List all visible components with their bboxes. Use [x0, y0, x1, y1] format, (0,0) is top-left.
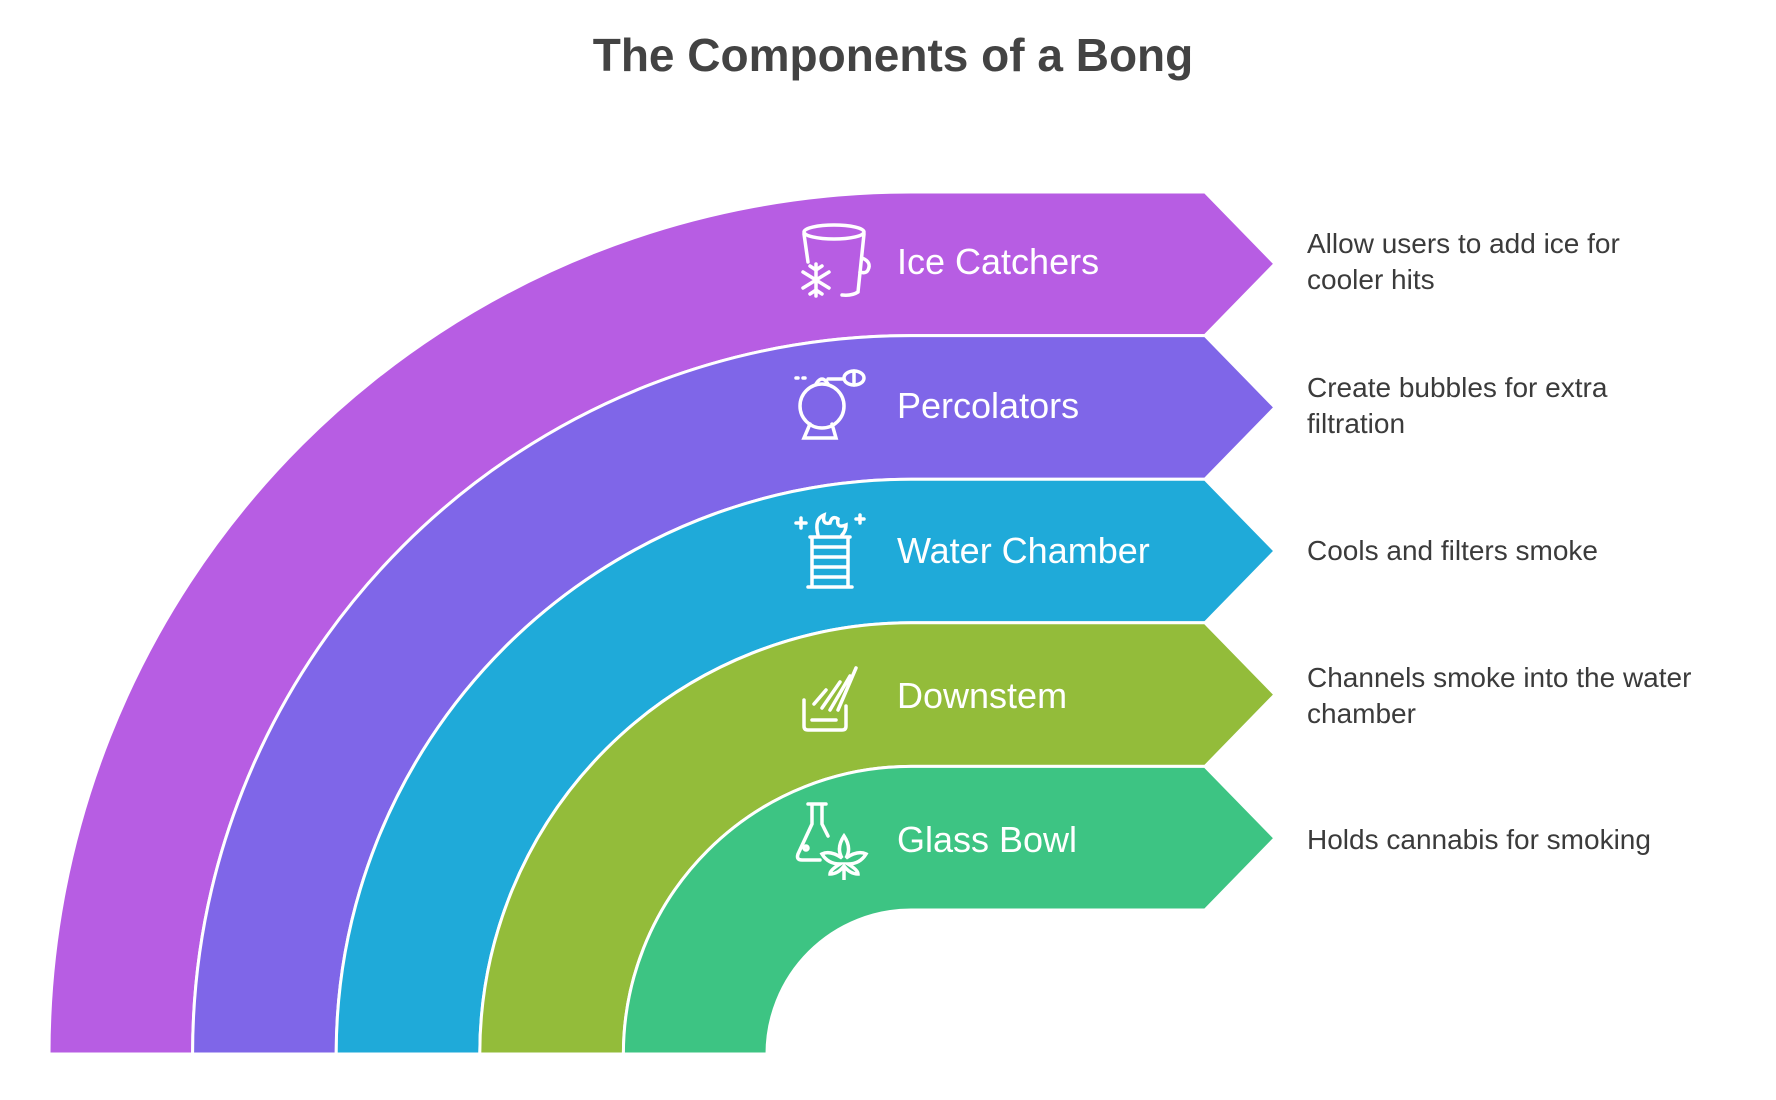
glass-bowl-icon	[795, 802, 869, 880]
downstem-icon	[802, 666, 858, 732]
component-label-water-chamber: Water Chamber	[897, 530, 1150, 571]
description-percolators: Create bubbles for extra filtration	[1307, 372, 1608, 439]
percolator-icon	[794, 369, 866, 440]
diagram-title: The Components of a Bong	[592, 29, 1194, 81]
component-label-percolators: Percolators	[897, 385, 1080, 426]
description-water-chamber: Cools and filters smoke	[1307, 535, 1599, 566]
component-label-downstem: Downstem	[897, 675, 1068, 716]
description-ice-catchers: Allow users to add ice for cooler hits	[1307, 228, 1620, 295]
description-downstem: Channels smoke into the water chamber	[1307, 662, 1692, 729]
component-label-ice-catchers: Ice Catchers	[897, 241, 1100, 282]
component-label-glass-bowl: Glass Bowl	[897, 819, 1078, 860]
description-glass-bowl: Holds cannabis for smoking	[1307, 824, 1651, 855]
ice-bucket-icon	[801, 223, 871, 298]
water-chamber-icon	[794, 512, 866, 589]
band-glass-bowl	[621, 764, 1278, 1056]
